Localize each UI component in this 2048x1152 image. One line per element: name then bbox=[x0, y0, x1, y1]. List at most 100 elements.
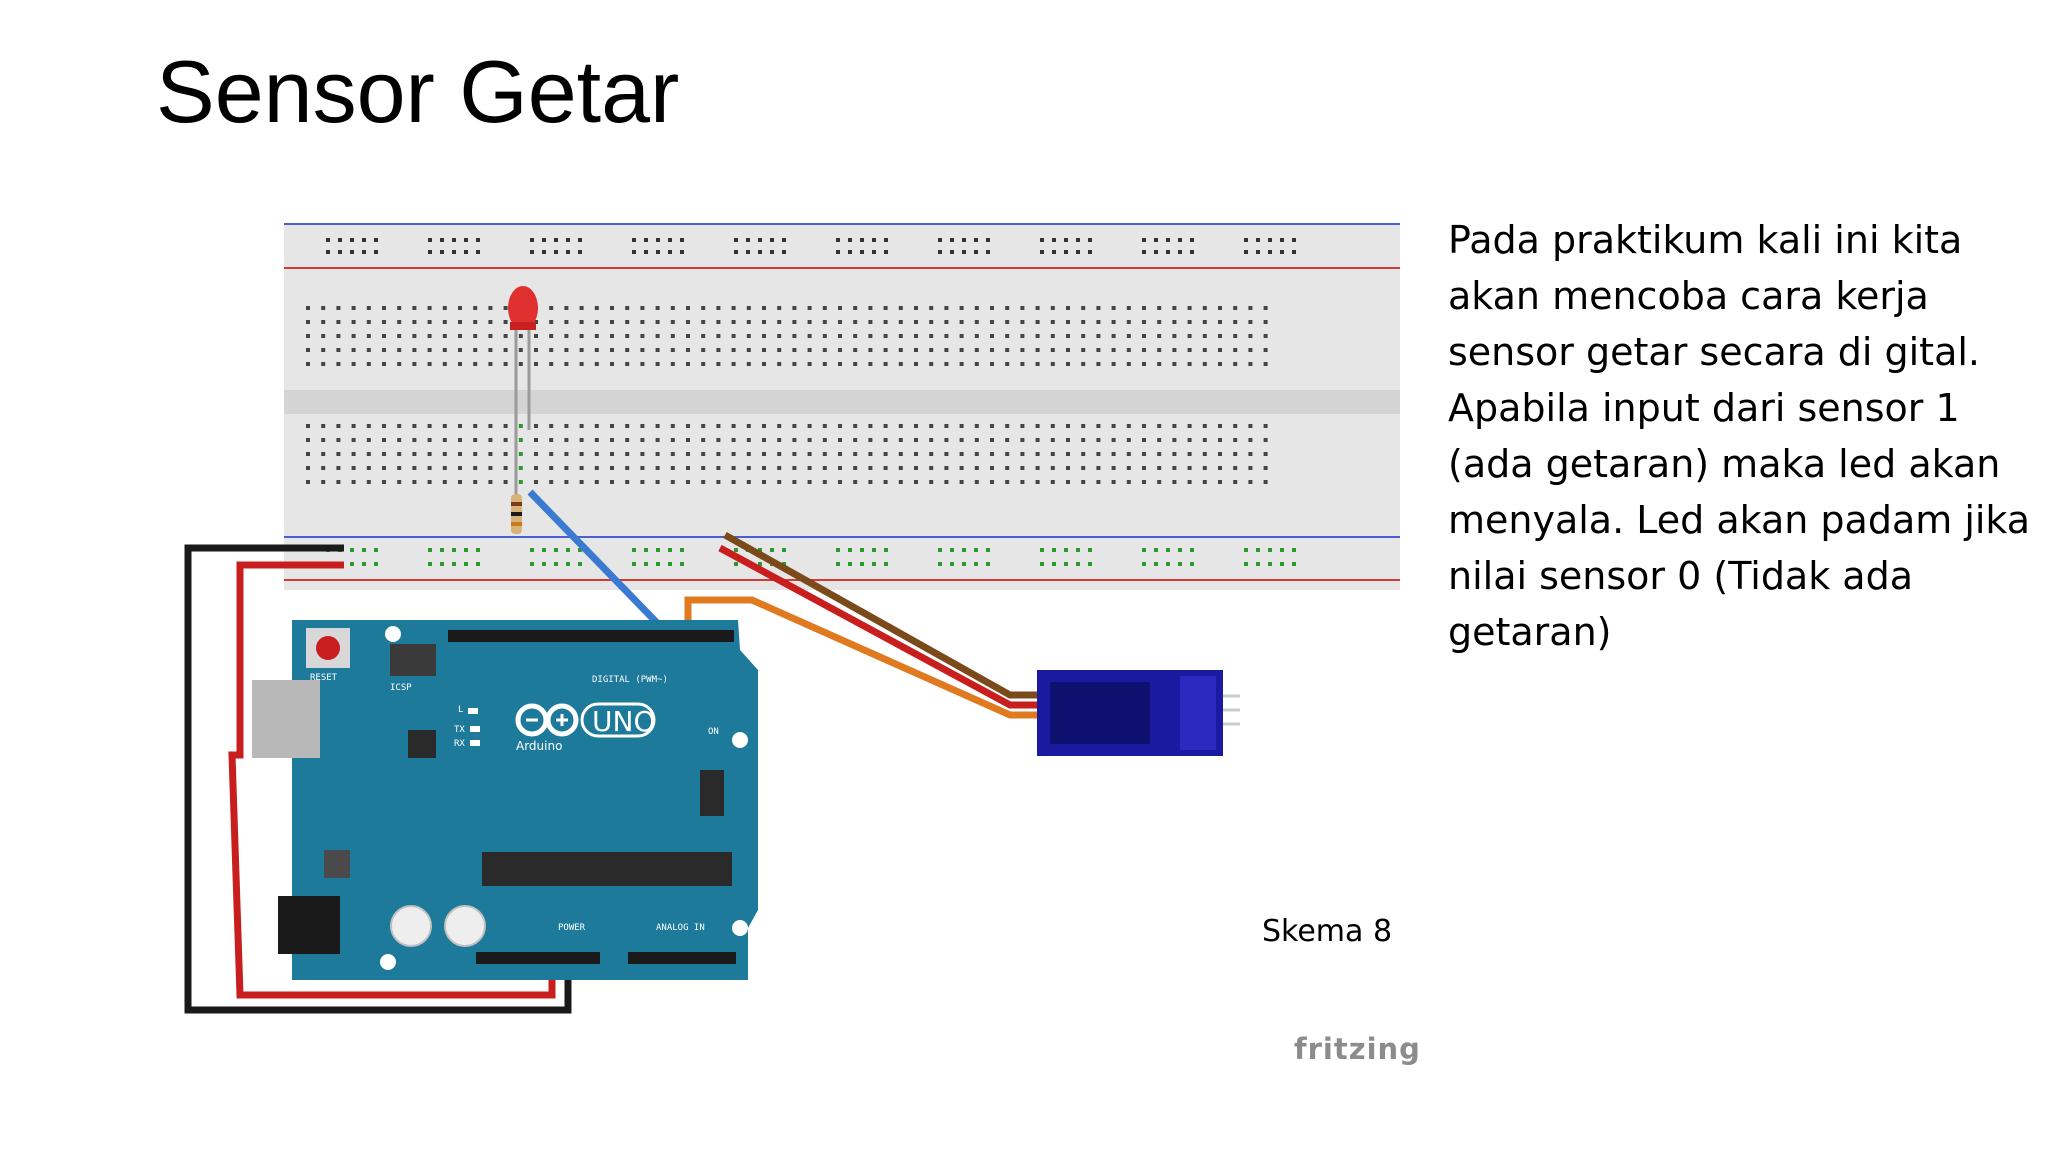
breadboard-hole bbox=[1218, 452, 1222, 456]
breadboard-hole bbox=[554, 238, 558, 242]
breadboard-hole bbox=[716, 452, 721, 456]
breadboard-hole bbox=[686, 348, 690, 352]
breadboard-hole bbox=[1187, 466, 1192, 470]
breadboard-hole bbox=[442, 320, 447, 324]
breadboard-hole bbox=[374, 238, 378, 242]
breadboard-hole bbox=[1096, 334, 1101, 338]
breadboard-hole bbox=[476, 238, 480, 242]
breadboard-hole bbox=[655, 452, 660, 456]
breadboard-hole bbox=[716, 480, 721, 484]
breadboard-hole bbox=[1076, 548, 1080, 552]
breadboard-hole bbox=[883, 306, 888, 310]
uno-logo-text: UNO bbox=[592, 705, 655, 738]
breadboard-hole bbox=[1263, 334, 1268, 338]
breadboard-hole bbox=[853, 480, 858, 484]
breadboard-hole bbox=[488, 480, 493, 484]
breadboard-hole bbox=[366, 466, 371, 470]
breadboard-hole bbox=[1035, 320, 1040, 324]
breadboard-hole bbox=[1076, 562, 1080, 566]
breadboard-hole bbox=[1126, 334, 1131, 338]
breadboard-hole bbox=[382, 362, 386, 366]
breadboard-hole bbox=[564, 452, 569, 456]
breadboard-hole bbox=[564, 438, 569, 442]
breadboard-hole bbox=[670, 320, 675, 324]
breadboard-hole bbox=[1268, 548, 1272, 552]
breadboard-hole bbox=[807, 424, 812, 428]
breadboard-hole bbox=[350, 250, 354, 254]
breadboard-hole bbox=[792, 466, 797, 470]
breadboard-hole bbox=[1111, 424, 1116, 428]
breadboard-hole bbox=[668, 250, 672, 254]
breadboard-hole bbox=[428, 238, 432, 242]
breadboard-hole bbox=[1248, 480, 1253, 484]
breadboard-hole bbox=[488, 466, 493, 470]
breadboard-hole bbox=[530, 238, 534, 242]
breadboard-hole bbox=[1218, 348, 1222, 352]
board-pcb bbox=[292, 620, 758, 980]
breadboard-hole bbox=[1005, 362, 1010, 366]
breadboard-hole bbox=[959, 466, 964, 470]
breadboard-hole bbox=[655, 438, 660, 442]
breadboard-hole bbox=[959, 480, 964, 484]
breadboard-hole bbox=[336, 438, 341, 442]
breadboard-hole bbox=[610, 334, 614, 338]
breadboard-hole bbox=[848, 238, 852, 242]
digital-header-left bbox=[448, 630, 624, 642]
breadboard-hole bbox=[503, 466, 508, 470]
breadboard-hole bbox=[306, 320, 310, 324]
breadboard-hole bbox=[534, 362, 538, 366]
breadboard-hole bbox=[1005, 306, 1010, 310]
breadboard-hole bbox=[610, 466, 614, 470]
mount-hole bbox=[385, 626, 401, 642]
breadboard-hole bbox=[579, 334, 584, 338]
breadboard-hole bbox=[1050, 306, 1055, 310]
breadboard-hole bbox=[868, 334, 873, 338]
breadboard-hole bbox=[1187, 480, 1192, 484]
breadboard-hole bbox=[1142, 424, 1146, 428]
mount-hole bbox=[732, 732, 748, 748]
breadboard-hole bbox=[412, 348, 417, 352]
breadboard-hole bbox=[1172, 348, 1177, 352]
breadboard-hole bbox=[440, 238, 444, 242]
breadboard-hole bbox=[1157, 438, 1162, 442]
breadboard-hole bbox=[1166, 250, 1170, 254]
breadboard-hole bbox=[990, 424, 994, 428]
breadboard-hole bbox=[306, 480, 310, 484]
breadboard-hole bbox=[868, 466, 873, 470]
breadboard-hole bbox=[838, 480, 842, 484]
breadboard-hole bbox=[594, 480, 599, 484]
analog-label: ANALOG IN bbox=[656, 923, 705, 933]
breadboard-hole bbox=[442, 334, 447, 338]
breadboard-hole bbox=[366, 452, 371, 456]
breadboard-hole bbox=[518, 348, 523, 352]
breadboard-hole bbox=[944, 452, 949, 456]
breadboard-hole bbox=[351, 466, 356, 470]
breadboard-hole bbox=[351, 480, 356, 484]
breadboard-hole bbox=[1040, 548, 1044, 552]
breadboard-hole bbox=[670, 306, 675, 310]
breadboard-hole bbox=[762, 480, 766, 484]
breadboard-hole bbox=[959, 320, 964, 324]
breadboard-hole bbox=[990, 438, 994, 442]
breadboard-hole bbox=[1157, 466, 1162, 470]
breadboard-hole bbox=[734, 238, 738, 242]
breadboard-hole bbox=[716, 438, 721, 442]
breadboard-hole bbox=[1172, 334, 1177, 338]
breadboard-hole bbox=[1187, 348, 1192, 352]
breadboard-hole bbox=[883, 480, 888, 484]
breadboard-hole bbox=[686, 480, 690, 484]
breadboard-hole bbox=[549, 334, 554, 338]
breadboard-hole bbox=[1256, 250, 1260, 254]
breadboard-hole bbox=[686, 334, 690, 338]
breadboard-hole bbox=[440, 250, 444, 254]
breadboard-hole bbox=[1187, 320, 1192, 324]
breadboard-hole bbox=[1096, 362, 1101, 366]
breadboard-hole bbox=[792, 334, 797, 338]
breadboard-hole bbox=[366, 438, 371, 442]
breadboard-hole bbox=[458, 306, 462, 310]
breadboard-hole bbox=[1263, 424, 1268, 428]
breadboard-hole bbox=[777, 424, 782, 428]
breadboard-hole bbox=[476, 562, 480, 566]
breadboard-hole bbox=[321, 348, 326, 352]
breadboard-hole bbox=[1233, 320, 1238, 324]
